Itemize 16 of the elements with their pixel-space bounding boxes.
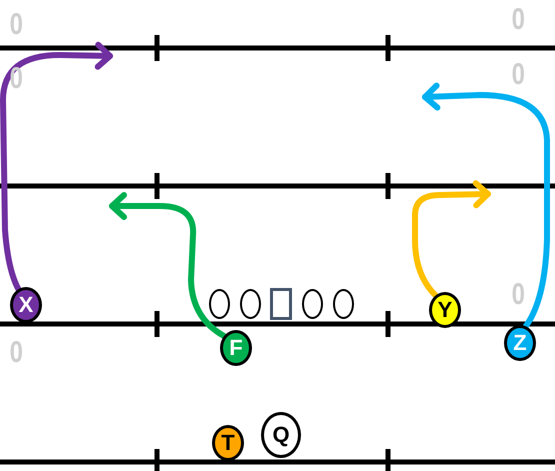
player-circle: Z [504, 325, 536, 361]
route-arrow [109, 192, 227, 339]
route-arrow [412, 180, 491, 298]
center-square [270, 288, 292, 320]
player-circle: F [220, 330, 252, 366]
player-circle: T [212, 425, 244, 461]
player-circle: Q [261, 412, 301, 458]
lineman-oval [208, 289, 230, 319]
route-arrow [0, 42, 113, 292]
lineman-oval [332, 289, 354, 319]
route-arrow [422, 82, 550, 330]
player-circle: Y [429, 292, 461, 328]
player-circle: X [10, 287, 42, 323]
lineman-oval [302, 289, 322, 319]
yard-number: 0 [10, 64, 24, 94]
lineman-oval [240, 289, 260, 319]
